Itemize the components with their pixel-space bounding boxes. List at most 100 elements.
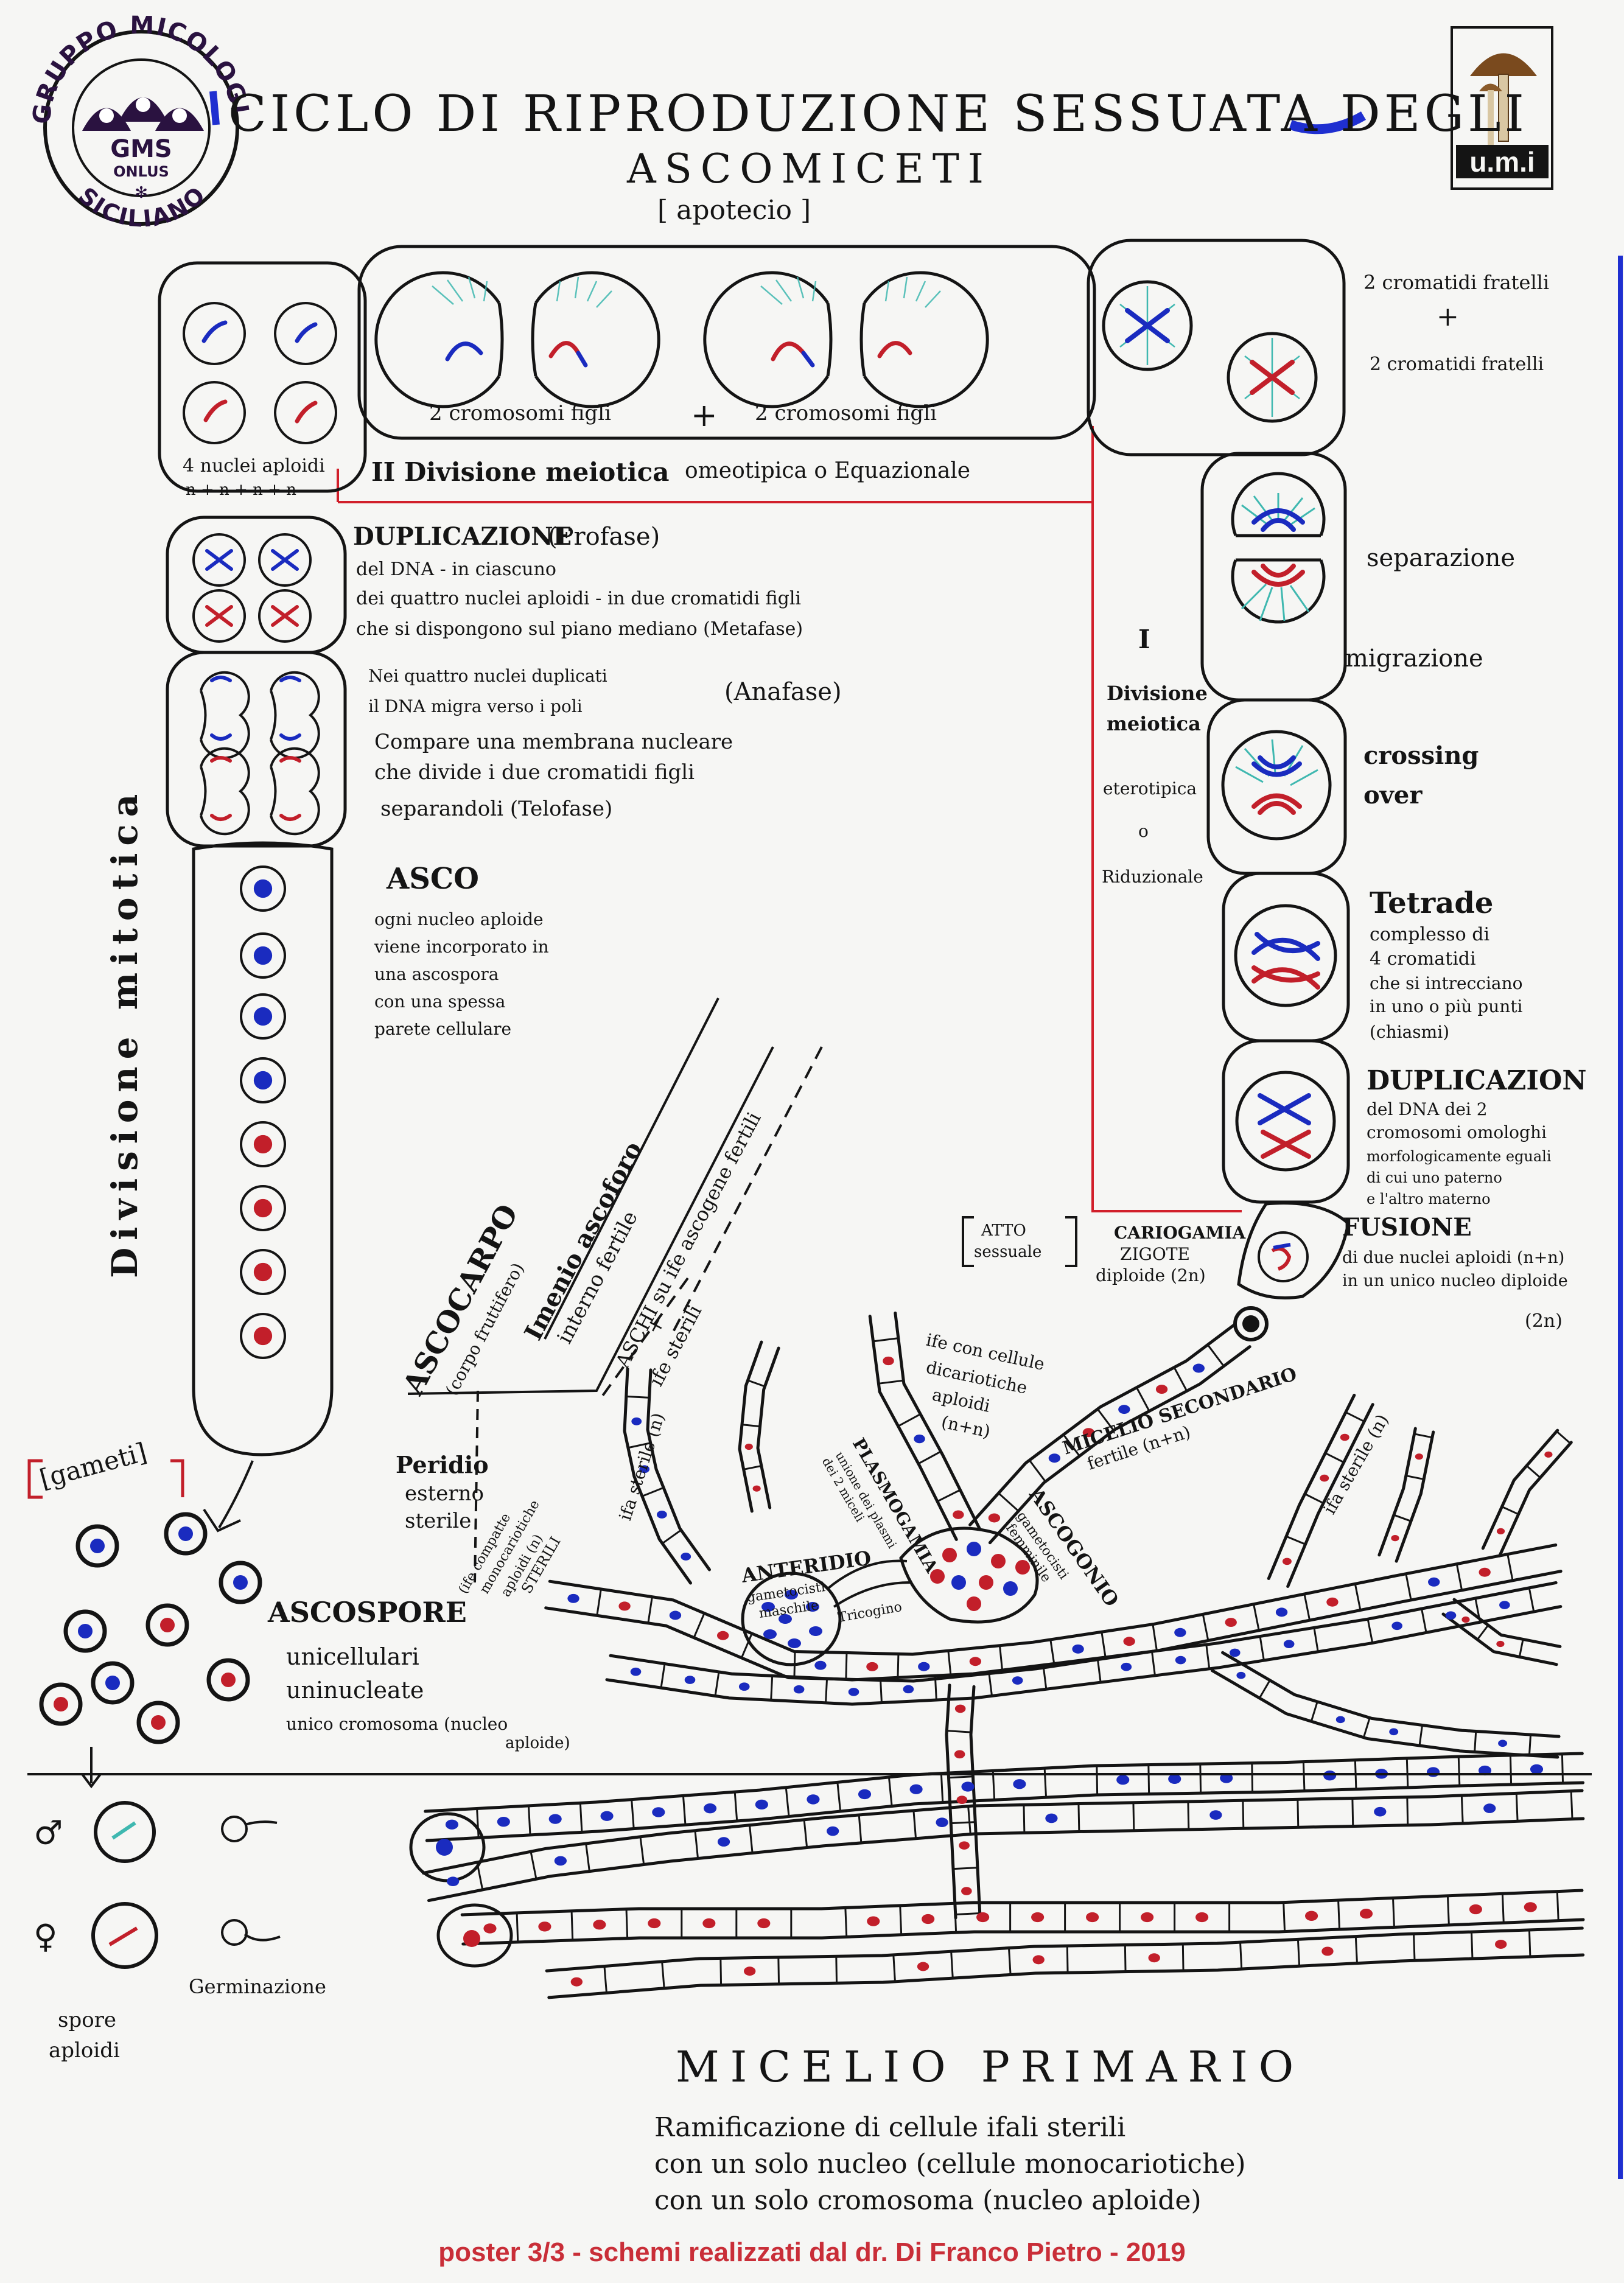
ascus-spores [240, 865, 286, 1359]
hypha-nucleus [814, 1660, 827, 1670]
hypha-septum [1206, 1344, 1225, 1367]
hypha-septum [1297, 1939, 1301, 1967]
hypha-nucleus [858, 1789, 872, 1800]
ascospore [240, 1057, 286, 1103]
hypha-septum [1150, 1651, 1156, 1676]
hypha-septum [1258, 1679, 1271, 1699]
hypha-nucleus [630, 1667, 642, 1676]
hypha-septum [1362, 1717, 1371, 1738]
label-dupl2-l1: del DNA dei 2 [1367, 1099, 1488, 1119]
hypha-septum [955, 1912, 980, 1915]
hypha-septum [1101, 1632, 1107, 1659]
hypha-nucleus [445, 1819, 458, 1830]
hypha-nucleus [1283, 1640, 1295, 1648]
hypha-septum [1393, 1514, 1412, 1522]
title-line2: ASCOMICETI [626, 145, 992, 192]
label-tetrade-l3: che si intrecciano [1370, 973, 1523, 993]
hypha-septum [835, 1956, 838, 1984]
hypha-nucleus [1391, 1535, 1399, 1542]
label-cromatidi-2: 2 cromatidi fratelli [1370, 354, 1544, 375]
label-ifa-sterile-1: ifa sterile (n) [615, 1410, 668, 1523]
hypha-septum [878, 1379, 904, 1385]
hypha-nucleus [1374, 1806, 1387, 1817]
hypha-septum [1043, 1768, 1048, 1798]
free-ascospore [39, 1682, 83, 1726]
label-migrazione: migrazione [1345, 645, 1483, 673]
hypha-septum [1049, 1639, 1055, 1666]
hypha-nucleus [1415, 1453, 1423, 1460]
label-plus-2: + [691, 397, 718, 434]
hypha-nucleus [548, 1814, 562, 1824]
hypha-nucleus [1544, 1451, 1553, 1458]
hypha-wall [1441, 1612, 1558, 1666]
hypha-septum [1528, 1587, 1535, 1612]
label-fusione-heading: FUSIONE [1342, 1213, 1472, 1242]
hypha-septum [1455, 1564, 1463, 1591]
hypha-septum [844, 1907, 848, 1937]
hypha-nucleus [1479, 1567, 1491, 1577]
ascogonium-nucleus [930, 1569, 945, 1584]
label-div1-l1: Divisione [1107, 682, 1208, 705]
hypha-wall [547, 1953, 1585, 1999]
hypha-septum [740, 1633, 753, 1659]
right-column-cells [1200, 452, 1350, 1204]
hypha-nucleus [883, 1356, 894, 1366]
hypha-septum [1525, 1465, 1541, 1479]
label-tetrade-heading: Tetrade [1370, 886, 1493, 920]
label-asco-l2: viene incorporato in [374, 937, 549, 957]
label-spore-l1: spore [58, 2008, 116, 2032]
hypha-nucleus [1445, 1611, 1457, 1620]
logo-mushrooms-icon [82, 97, 204, 131]
label-cariogamia: CARIOGAMIA [1114, 1223, 1246, 1243]
gametangia [741, 1526, 1039, 1666]
hypha-septum [1152, 1624, 1158, 1651]
hypha-nucleus [652, 1807, 665, 1817]
label-ifa-sterile-2: ifa sterile (n) [1319, 1411, 1392, 1518]
hypha-septum [1474, 1598, 1481, 1623]
label-spore-l2: aploidi [49, 2038, 120, 2063]
hypha-nucleus [953, 1510, 964, 1519]
label-duplicazione-l1: del DNA - in ciascuno [356, 559, 556, 580]
hypha-nucleus [954, 1704, 966, 1713]
hypha-septum [1187, 1801, 1190, 1830]
hypha-septum [825, 1678, 828, 1703]
anafase-nuclei [200, 671, 320, 836]
hypha-septum [948, 1775, 973, 1779]
ascospore [240, 865, 286, 912]
hyphae-septa [476, 1337, 1573, 1993]
ascogonium-nucleus [967, 1542, 981, 1556]
hypha-septum [954, 1903, 957, 1933]
hypha-septum [988, 1671, 993, 1696]
free-ascospore [75, 1524, 119, 1568]
hypha-nucleus [567, 1593, 579, 1603]
hypha-wall [1481, 1428, 1559, 1550]
hypha-nucleus [1282, 1558, 1292, 1565]
label-fusione-l2: in un unico nucleo diploide [1342, 1271, 1568, 1290]
label-peridio-l1: Peridio [396, 1451, 489, 1478]
hypha-septum [1507, 1554, 1514, 1581]
hypha-septum [693, 1612, 705, 1638]
hypha-nucleus [1032, 1955, 1045, 1965]
hypha-septum [660, 1663, 666, 1688]
label-ascospore-l2: uninucleate [286, 1677, 424, 1704]
arrow-to-ascospore-icon [203, 1460, 254, 1533]
hypha-septum [1367, 1618, 1374, 1643]
label-anafase-l1: Nei quattro nuclei duplicati [368, 666, 607, 686]
hypha-septum [897, 1413, 922, 1427]
hypha-nucleus [1236, 1671, 1246, 1679]
label-n-formula: n + n + n + n [186, 481, 296, 499]
hypha-nucleus [1305, 1911, 1318, 1921]
hypha-nucleus [1229, 1648, 1241, 1657]
hypha-nucleus [1121, 1662, 1132, 1671]
hypha-nucleus [954, 1750, 965, 1759]
hypha-nucleus [1391, 1621, 1402, 1631]
hypha-nucleus [702, 1918, 716, 1929]
hypha-septum [1313, 1627, 1319, 1652]
hypha-wall [756, 1346, 780, 1509]
hypha-nucleus [1086, 1912, 1099, 1923]
hypha-nucleus [1209, 1810, 1222, 1820]
title-accent-left [209, 91, 220, 125]
hypha-nucleus [1461, 1616, 1470, 1623]
